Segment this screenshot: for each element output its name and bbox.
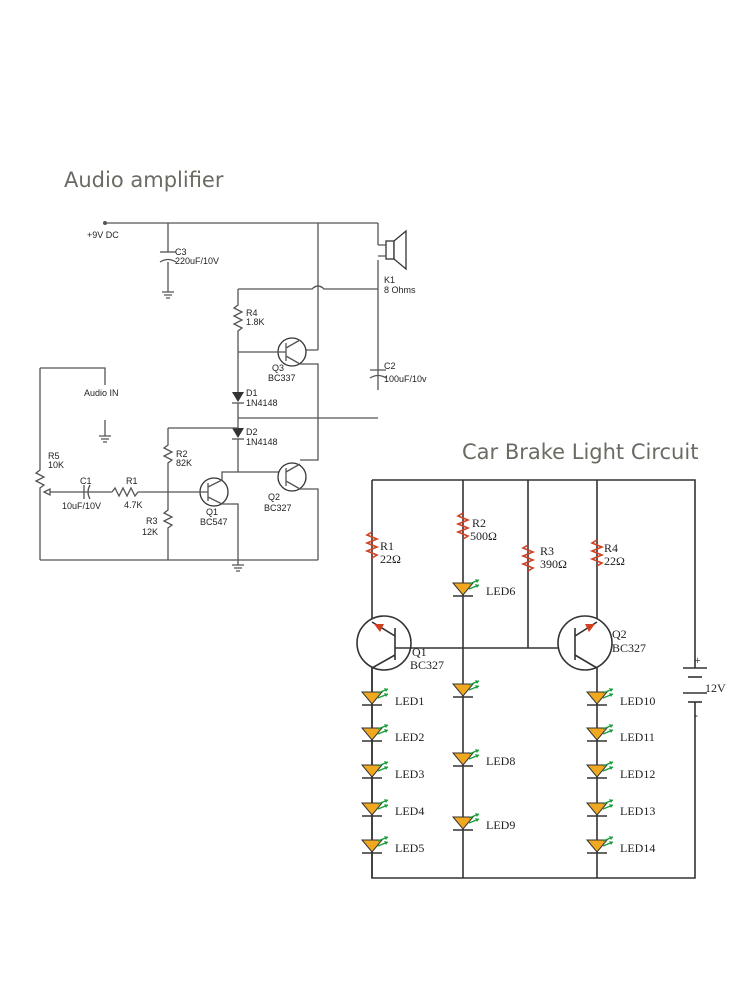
brake-r3-value: 390Ω bbox=[540, 557, 567, 571]
led-icon bbox=[585, 688, 614, 706]
brake-r2-label: R2 bbox=[472, 516, 486, 530]
q1-transistor bbox=[356, 615, 412, 672]
led-icon bbox=[360, 688, 389, 706]
battery-icon bbox=[683, 665, 707, 705]
led3-label: LED3 bbox=[395, 767, 424, 781]
led13-label: LED13 bbox=[620, 804, 655, 818]
c3-value: 220uF/10V bbox=[175, 256, 219, 266]
brake-q2-label: Q2 bbox=[612, 627, 627, 641]
k1-label: K1 bbox=[384, 275, 395, 285]
q2-value: BC327 bbox=[264, 503, 292, 513]
battery-minus: - bbox=[694, 708, 698, 722]
led-icon bbox=[360, 799, 389, 817]
brake-labels: R1 22Ω R2 500Ω R3 390Ω R4 22Ω Q1 BC327 Q… bbox=[380, 516, 726, 855]
led-icon bbox=[451, 579, 480, 597]
c3-label: C3 bbox=[175, 247, 187, 257]
led-icon bbox=[585, 724, 614, 742]
c1-label: C1 bbox=[80, 476, 92, 486]
r1-value: 4.7K bbox=[124, 500, 143, 510]
audio-amplifier-schematic bbox=[34, 221, 407, 572]
brake-r4-label: R4 bbox=[604, 541, 618, 555]
brake-r1-label: R1 bbox=[380, 539, 394, 553]
brake-r4-value: 22Ω bbox=[604, 554, 625, 568]
led-icon bbox=[451, 749, 480, 767]
led11-label: LED11 bbox=[620, 730, 655, 744]
audio-labels: +9V DC C3 220uF/10V K1 8 Ohms R4 1.8K Q3… bbox=[48, 230, 427, 537]
audio-in-label: Audio IN bbox=[84, 388, 119, 398]
led-icon bbox=[585, 836, 614, 854]
r5-value: 10K bbox=[48, 460, 64, 470]
led2-label: LED2 bbox=[395, 730, 424, 744]
brake-q2-value: BC327 bbox=[612, 641, 646, 655]
r4-label: R4 bbox=[246, 308, 258, 318]
brake-q1-value: BC327 bbox=[410, 658, 444, 672]
brake-light-schematic bbox=[356, 479, 707, 879]
q1-label: Q1 bbox=[206, 507, 218, 517]
brake-r2-value: 500Ω bbox=[470, 529, 497, 543]
battery-plus: + bbox=[694, 653, 701, 667]
q3-value: BC337 bbox=[268, 373, 296, 383]
d1-label: D1 bbox=[246, 388, 258, 398]
r4-value: 1.8K bbox=[246, 317, 265, 327]
c2-label: C2 bbox=[384, 361, 396, 371]
led-icon bbox=[360, 724, 389, 742]
brake-light-title: Car Brake Light Circuit bbox=[462, 440, 699, 464]
q2-label: Q2 bbox=[268, 492, 280, 502]
led6-label: LED6 bbox=[486, 584, 515, 598]
d2-label: D2 bbox=[246, 427, 258, 437]
r2-label: R2 bbox=[176, 449, 188, 459]
c1-value: 10uF/10V bbox=[62, 501, 101, 511]
led-icon bbox=[451, 680, 480, 698]
led10-label: LED10 bbox=[620, 694, 655, 708]
led5-label: LED5 bbox=[395, 841, 424, 855]
brake-r1-value: 22Ω bbox=[380, 552, 401, 566]
r3-label: R3 bbox=[146, 516, 158, 526]
speaker-icon bbox=[378, 229, 407, 271]
brake-q1-label: Q1 bbox=[412, 645, 427, 659]
q1-value: BC547 bbox=[200, 517, 228, 527]
led9-label: LED9 bbox=[486, 818, 515, 832]
supply-label: +9V DC bbox=[87, 230, 119, 240]
led14-label: LED14 bbox=[620, 841, 655, 855]
r1-label: R1 bbox=[126, 476, 138, 486]
q3-label: Q3 bbox=[272, 363, 284, 373]
brake-r3-label: R3 bbox=[540, 544, 554, 558]
k1-value: 8 Ohms bbox=[384, 285, 416, 295]
led-icon bbox=[360, 761, 389, 779]
led-icon bbox=[585, 761, 614, 779]
d2-value: 1N4148 bbox=[246, 437, 278, 447]
c2-value: 100uF/10v bbox=[384, 374, 427, 384]
r5-label: R5 bbox=[48, 451, 60, 461]
battery-label: 12V bbox=[705, 681, 726, 695]
r2-value: 82K bbox=[176, 458, 192, 468]
q2-transistor bbox=[557, 615, 613, 672]
led8-label: LED8 bbox=[486, 754, 515, 768]
led-icon bbox=[451, 813, 480, 831]
d1-value: 1N4148 bbox=[246, 398, 278, 408]
led-icon bbox=[360, 836, 389, 854]
led4-label: LED4 bbox=[395, 804, 424, 818]
led1-label: LED1 bbox=[395, 694, 424, 708]
audio-amplifier-title: Audio amplifier bbox=[64, 168, 224, 192]
led-icon bbox=[585, 799, 614, 817]
r3-value: 12K bbox=[142, 527, 158, 537]
led12-label: LED12 bbox=[620, 767, 655, 781]
